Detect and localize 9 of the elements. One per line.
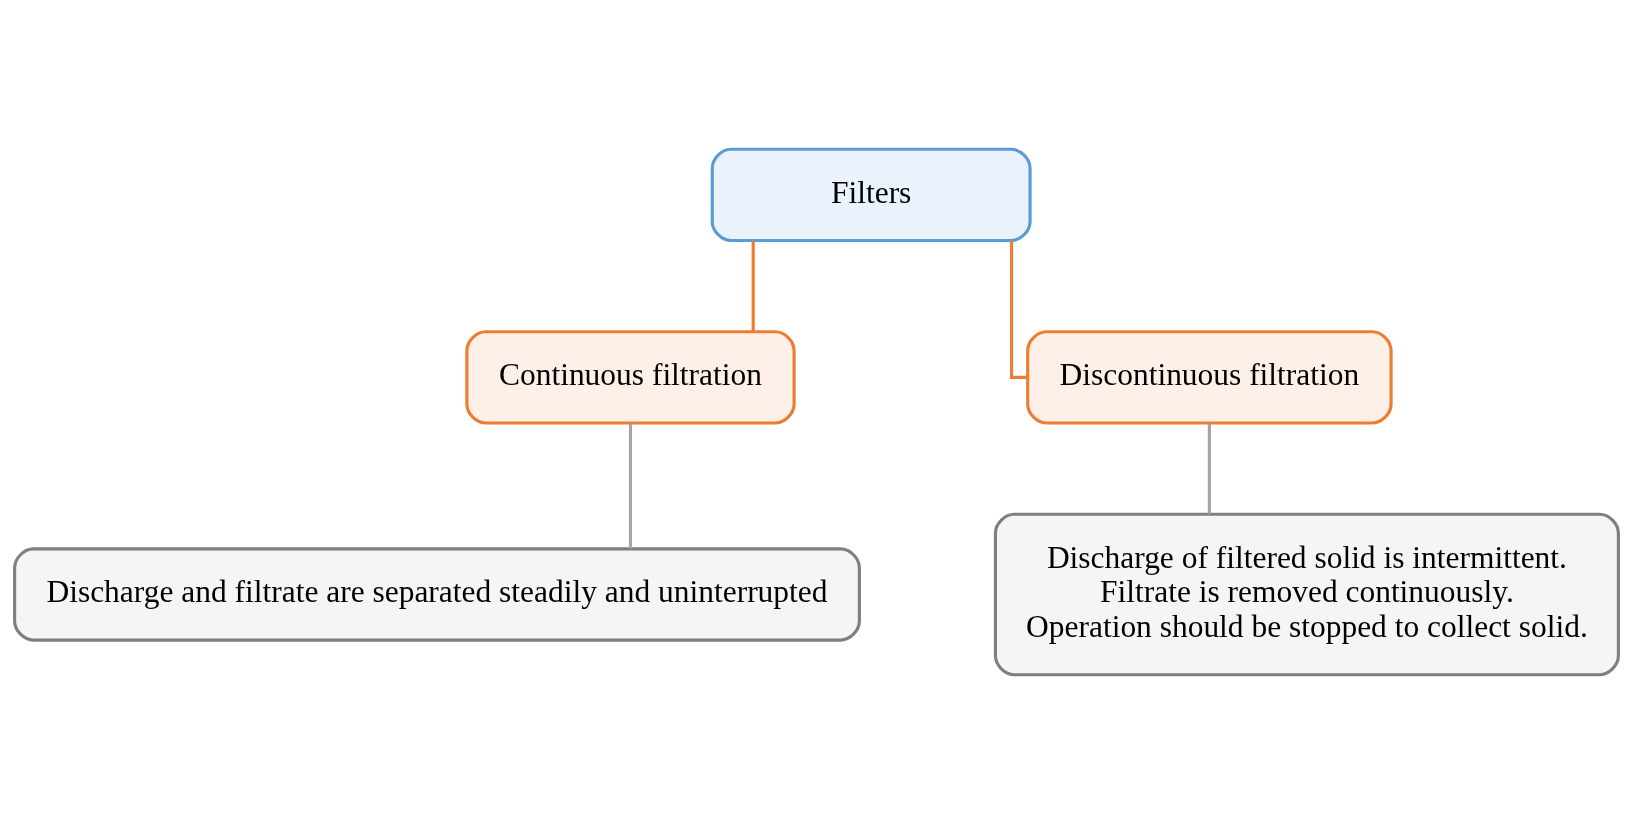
node-box: Discharge and filtrate are separated steadily and uninterrupted <box>13 547 861 642</box>
node-box: Discharge of filtered solid is intermittent. Filtrate is removed continuously. Operation should be stopped to collect solid. <box>993 512 1620 677</box>
connector <box>1207 423 1211 514</box>
node-box: Filters <box>710 147 1032 243</box>
node-box: Continuous filtration <box>465 330 796 425</box>
connector <box>628 423 633 549</box>
node-box: Discontinuous filtration <box>1026 330 1393 425</box>
connector <box>751 240 755 332</box>
connector <box>1010 240 1028 379</box>
